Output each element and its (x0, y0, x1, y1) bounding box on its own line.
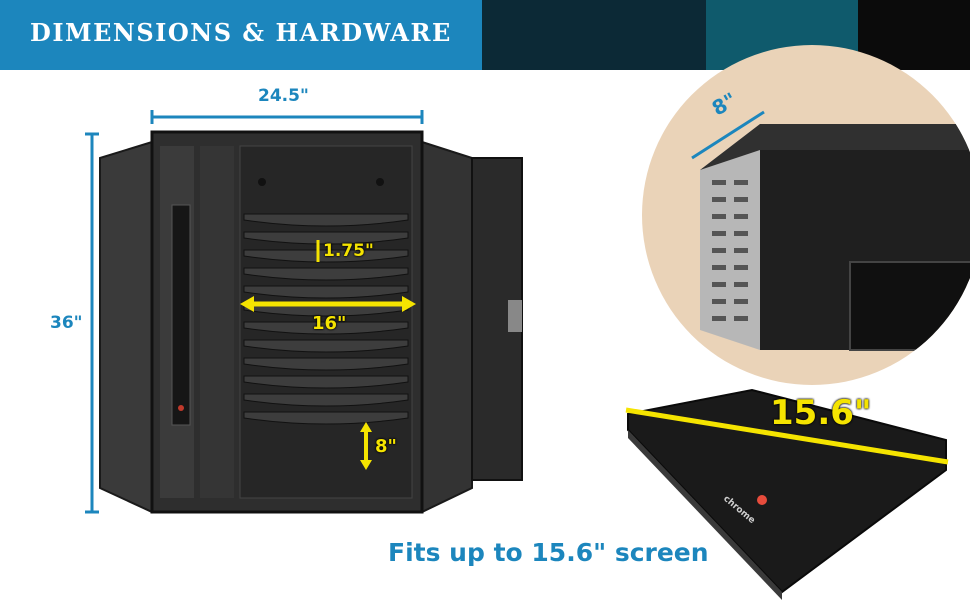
left-door (99, 140, 153, 514)
vent-slot (734, 299, 748, 304)
slot-shelf (243, 213, 409, 227)
slot-shelf (243, 357, 409, 371)
vent-slot (712, 180, 726, 185)
door-latch (508, 300, 522, 332)
slot-shelf (243, 285, 409, 299)
laptop-diagonal-line (625, 407, 949, 465)
header-blue-segment: DIMENSIONS & HARDWARE (0, 0, 482, 70)
vent-slot (712, 265, 726, 270)
vent-slot (734, 231, 748, 236)
vent-slot (712, 316, 726, 321)
vent-slot (712, 231, 726, 236)
slot-shelf (243, 339, 409, 353)
slot-shelf (243, 249, 409, 263)
vent-slot (734, 214, 748, 219)
slot-shelf (243, 231, 409, 245)
slot-shelves (243, 213, 409, 425)
keyhole-right (376, 178, 384, 186)
right-door-inner (421, 140, 473, 514)
vent-slot (734, 197, 748, 202)
header-banner: DIMENSIONS & HARDWARE (0, 0, 970, 70)
slot-shelf (243, 393, 409, 407)
depth-inset (642, 45, 970, 385)
bottom-slot-label: 8" (375, 436, 397, 457)
slot-width-label: 16" (312, 313, 347, 334)
vent-slot (712, 214, 726, 219)
slot-shelf (243, 303, 409, 317)
slot-shelf (243, 267, 409, 281)
vent-slot (712, 197, 726, 202)
vent-slot (712, 248, 726, 253)
laptop-size-label: 15.6" (770, 393, 872, 433)
slot-spacing-label: 1.75" (323, 241, 374, 261)
vent-slot (734, 180, 748, 185)
power-switch (178, 405, 184, 411)
slot-shelf (243, 321, 409, 335)
vent-slot (734, 282, 748, 287)
vent-slot (712, 299, 726, 304)
vent-slot (734, 248, 748, 253)
height-label: 36" (50, 313, 83, 333)
width-label: 24.5" (258, 86, 309, 106)
vent-slot (734, 316, 748, 321)
slot-shelf (243, 375, 409, 389)
depth-dimension-line (691, 110, 765, 160)
keyhole-left (258, 178, 266, 186)
footer-caption: Fits up to 15.6" screen (388, 538, 709, 567)
page-title: DIMENSIONS & HARDWARE (30, 18, 452, 47)
slot-shelf (243, 411, 409, 425)
chrome-logo-icon (757, 495, 767, 505)
header-navy-segment (482, 0, 706, 70)
cabinet-divider (200, 146, 234, 498)
side-vents (712, 180, 748, 321)
vent-slot (734, 265, 748, 270)
power-strip (171, 204, 191, 426)
vent-slot (712, 282, 726, 287)
